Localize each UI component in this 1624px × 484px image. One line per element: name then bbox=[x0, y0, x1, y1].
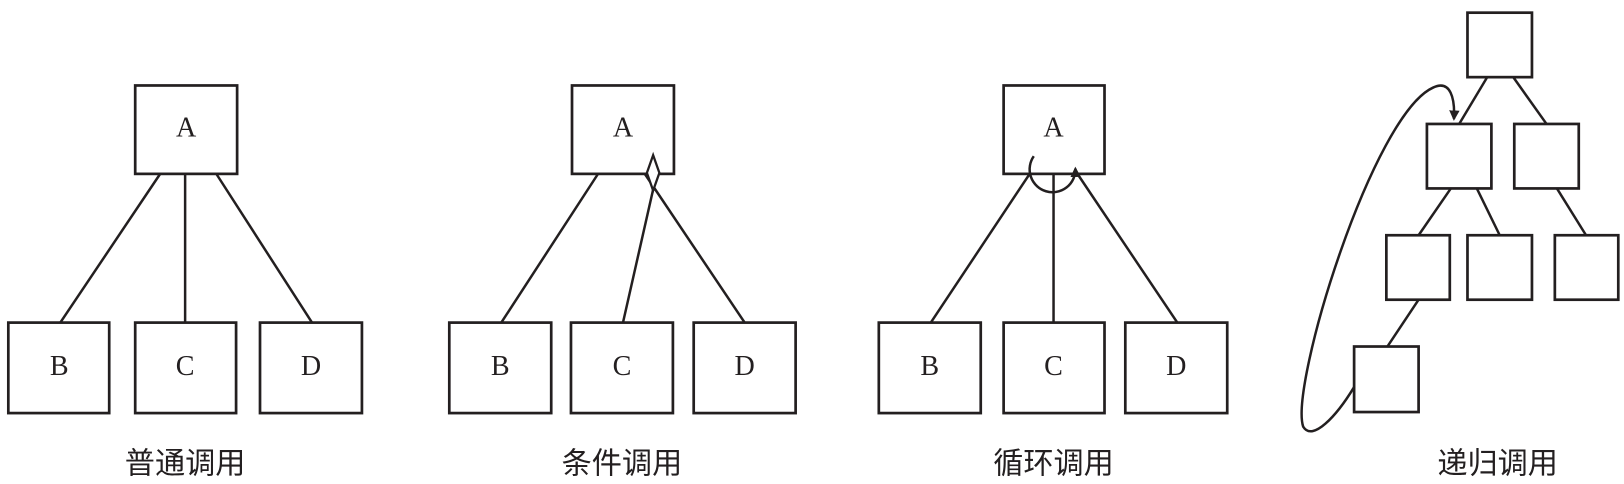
node-d-label: D bbox=[301, 351, 321, 382]
edge-a-d bbox=[215, 173, 314, 324]
caption: 递归调用 bbox=[1437, 446, 1558, 481]
node-a bbox=[133, 84, 239, 176]
node-c-label: C bbox=[613, 351, 632, 382]
panel-recursive-call: 递归调用 bbox=[1300, 11, 1620, 481]
panel-loop-call: A B C D 循环调用 bbox=[877, 84, 1229, 481]
edge bbox=[1386, 299, 1420, 348]
node-a bbox=[570, 84, 676, 176]
caption: 普通调用 bbox=[125, 446, 246, 481]
edge-a-c bbox=[621, 189, 655, 323]
node-b-label: B bbox=[50, 351, 69, 382]
tree-node bbox=[1385, 233, 1452, 302]
node-a-label: A bbox=[613, 113, 634, 144]
tree-node bbox=[1425, 122, 1493, 190]
recursion-arrow-icon bbox=[1300, 84, 1460, 433]
node-c bbox=[1002, 321, 1106, 415]
node-b bbox=[877, 321, 983, 415]
edge bbox=[1417, 187, 1452, 236]
tree-node bbox=[1512, 122, 1581, 190]
edge-a-b bbox=[59, 173, 162, 324]
node-c-label: C bbox=[176, 351, 195, 382]
edge bbox=[1555, 187, 1588, 236]
node-b-label: B bbox=[491, 351, 510, 382]
panel-normal-call: A B C D 普通调用 bbox=[6, 84, 364, 481]
caption: 条件调用 bbox=[562, 446, 683, 481]
edge bbox=[1512, 76, 1548, 125]
edge bbox=[1475, 187, 1501, 236]
node-d bbox=[1123, 321, 1229, 415]
condition-diamond-icon bbox=[645, 151, 661, 194]
edge bbox=[1458, 76, 1489, 125]
loop-arrow-icon bbox=[1028, 155, 1081, 194]
node-d bbox=[692, 321, 797, 415]
caption: 循环调用 bbox=[993, 446, 1114, 481]
node-c-label: C bbox=[1044, 351, 1063, 382]
node-c bbox=[569, 321, 675, 415]
node-b-label: B bbox=[920, 351, 939, 382]
node-d bbox=[258, 321, 364, 415]
tree-node bbox=[1553, 233, 1620, 302]
tree-node-root bbox=[1466, 11, 1534, 79]
node-a bbox=[1002, 84, 1106, 176]
node-d-label: D bbox=[1166, 351, 1186, 382]
node-c bbox=[133, 321, 238, 415]
edge-a-d bbox=[643, 173, 746, 324]
edge-a-d bbox=[1076, 173, 1179, 324]
node-b bbox=[6, 321, 111, 415]
node-b bbox=[447, 321, 553, 415]
node-a-label: A bbox=[176, 113, 197, 144]
node-a-label: A bbox=[1043, 113, 1064, 144]
panel-conditional-call: A B C D 条件调用 bbox=[447, 84, 797, 481]
tree-node-leaf bbox=[1352, 345, 1420, 414]
edge-a-b bbox=[929, 173, 1031, 324]
tree-node bbox=[1466, 233, 1534, 302]
node-d-label: D bbox=[735, 351, 755, 382]
edge-a-b bbox=[500, 173, 600, 324]
